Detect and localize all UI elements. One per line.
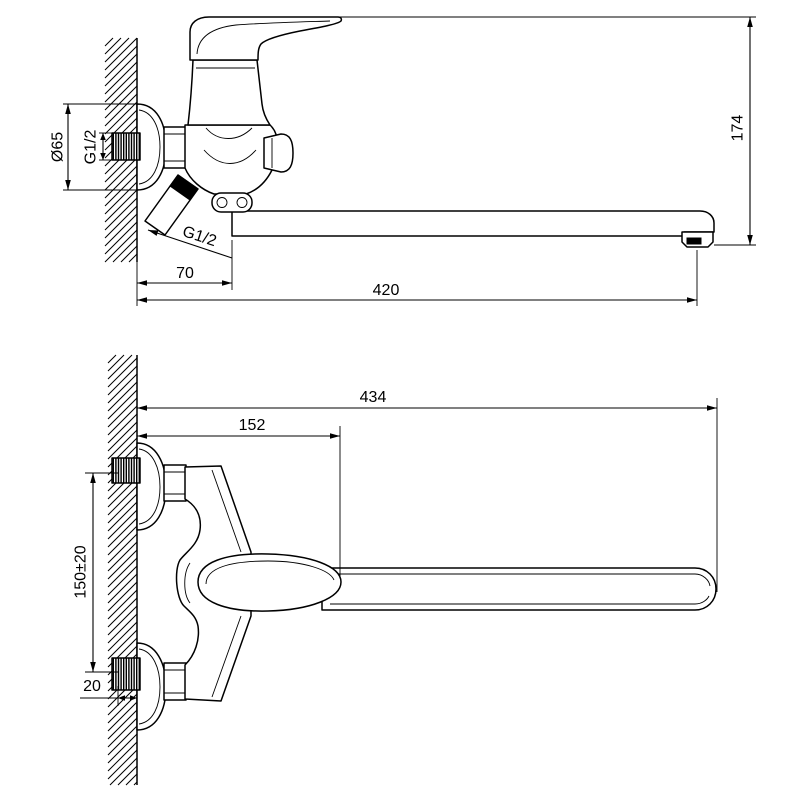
diverter-thread xyxy=(169,174,199,201)
side-view: Ø65 G1/2 G1/2 174 70 420 xyxy=(50,16,756,306)
inlet-thread-hatching xyxy=(112,133,140,160)
body-contour xyxy=(205,127,253,139)
wall-flange-inner-edge xyxy=(138,648,161,725)
arrowhead xyxy=(137,297,147,303)
arrowhead xyxy=(90,662,96,672)
inlet-thread-hatching xyxy=(112,458,140,483)
dim-wall-to-body xyxy=(137,280,232,286)
body-arm-edge xyxy=(211,469,242,553)
spout-contour xyxy=(330,595,710,605)
arrowhead xyxy=(330,433,340,439)
lever-contour xyxy=(196,20,331,55)
arrowhead xyxy=(90,473,96,483)
arrowhead xyxy=(747,235,753,245)
spout xyxy=(321,567,717,611)
label-inlet-centers: 150±20 xyxy=(73,545,90,598)
arrowhead xyxy=(100,153,106,160)
inlet-thread-hatching xyxy=(112,658,140,690)
dim-spout-projection xyxy=(137,297,697,303)
spout xyxy=(231,210,715,237)
arrowhead xyxy=(65,180,71,190)
arrowhead xyxy=(687,297,697,303)
wall-hatching xyxy=(107,354,138,786)
label-handle-projection: 152 xyxy=(239,417,266,434)
arrowhead xyxy=(137,405,147,411)
label-inlet-thread: G1/2 xyxy=(83,130,100,165)
label-overall-height: 174 xyxy=(730,115,747,142)
label-spout-projection: 420 xyxy=(373,282,400,299)
dim-inlet-centers xyxy=(90,473,96,672)
lever-contour xyxy=(205,560,335,585)
arrowhead xyxy=(747,17,753,27)
hex-nut xyxy=(163,126,187,169)
body-contour xyxy=(184,562,191,604)
label-flange-diameter: Ø65 xyxy=(50,132,67,162)
spout-collar xyxy=(211,192,253,213)
spout-contour xyxy=(330,573,711,587)
collar-ring xyxy=(216,197,228,208)
hex-nut-lower xyxy=(163,662,187,701)
arrowhead xyxy=(707,405,717,411)
dim-overall-length xyxy=(137,405,717,411)
dim-handle-projection xyxy=(137,433,340,439)
arrowhead xyxy=(65,104,71,114)
arrowhead xyxy=(137,433,147,439)
wall-flange-inner-edge xyxy=(138,109,161,185)
label-wall-to-body: 70 xyxy=(176,265,194,282)
label-thread-length: 20 xyxy=(83,678,101,695)
top-view: 434 152 150±20 20 xyxy=(73,354,718,786)
arrowhead xyxy=(118,695,125,701)
dim-diverter-thread xyxy=(147,229,233,259)
body-arm-edge xyxy=(211,615,242,698)
aerator-outlet xyxy=(686,237,702,245)
dimension-line xyxy=(147,229,233,259)
dim-thread-length xyxy=(118,695,137,701)
arrowhead xyxy=(148,230,159,236)
dim-inlet-thread xyxy=(100,133,106,160)
lever-handle xyxy=(197,553,342,612)
cartridge-housing xyxy=(187,59,271,126)
arrowhead xyxy=(100,133,106,140)
arrowhead xyxy=(222,280,232,286)
dim-flange-diameter xyxy=(65,104,71,190)
label-overall-length: 434 xyxy=(360,389,387,406)
lever-handle xyxy=(189,16,343,61)
collar-ring xyxy=(236,197,248,208)
hex-nut-upper xyxy=(163,464,187,502)
body-contour xyxy=(203,149,257,164)
arrowhead xyxy=(130,695,137,701)
dim-overall-height xyxy=(747,17,753,245)
label-diverter-thread: G1/2 xyxy=(180,223,218,250)
wall-flange-inner-edge xyxy=(138,448,161,525)
diverter-knob xyxy=(263,133,294,173)
arrowhead xyxy=(137,280,147,286)
